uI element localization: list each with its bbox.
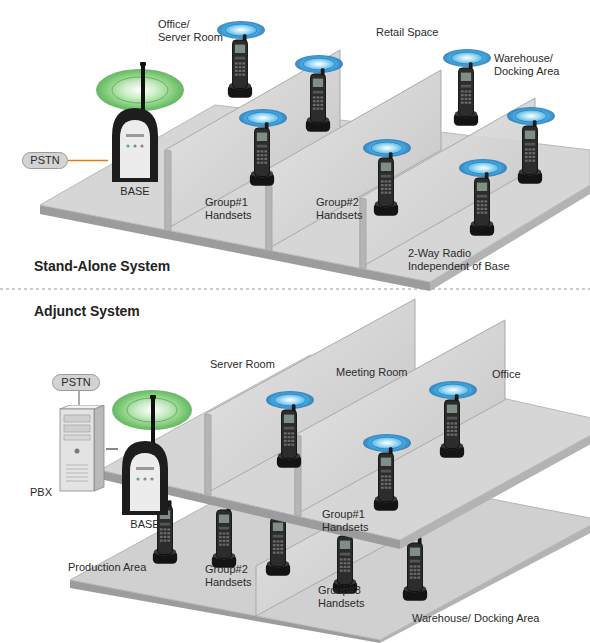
area-label: Group#3 Handsets [318,584,378,610]
node-label: PBX [30,486,52,499]
separator-line [0,289,590,290]
base-signal-ring [112,77,168,103]
connector-line [106,449,118,450]
connector-stroke [106,448,118,449]
connector-stroke [78,391,79,405]
handsets-upper [266,381,477,511]
area-label: 2-Way Radio Independent of Base [408,247,518,273]
walls-top [165,50,535,269]
area-label: Group#2 Handsets [205,563,265,589]
area-label: Group#1 Handsets [322,508,382,534]
base-signal [96,69,184,111]
area-label: Office/ Server Room [158,18,224,44]
base-unit [108,62,162,182]
network-box: PSTN [22,152,68,169]
connector-line [79,391,80,405]
pbx-server: PBX [58,405,106,493]
area-label: Office [492,368,521,381]
connector-stroke [68,160,108,162]
area-label: Meeting Room [336,366,408,379]
area-label: Warehouse/ Docking Area [494,52,574,78]
base-station: BASE [118,395,172,515]
pbx-tower [58,405,106,493]
section-title: Stand-Alone System [34,258,170,275]
connector-line [68,160,108,161]
walls-upper [205,299,505,516]
area-label: Server Room [210,358,275,371]
section-title: Adjunct System [34,303,140,320]
node-label: BASE [130,518,159,531]
node-label: PSTN [30,154,59,167]
area-label: Production Area [68,561,146,574]
network-box: PSTN [52,374,100,391]
node-label: BASE [120,185,149,198]
area-label: Retail Space [376,26,438,39]
area-label: Group#1 Handsets [205,196,265,222]
area-label: Warehouse/ Docking Area [412,612,539,625]
base-station: BASE [108,62,162,182]
node-label: PSTN [61,376,90,389]
base-unit [118,395,172,515]
area-label: Group#2 Handsets [316,196,376,222]
